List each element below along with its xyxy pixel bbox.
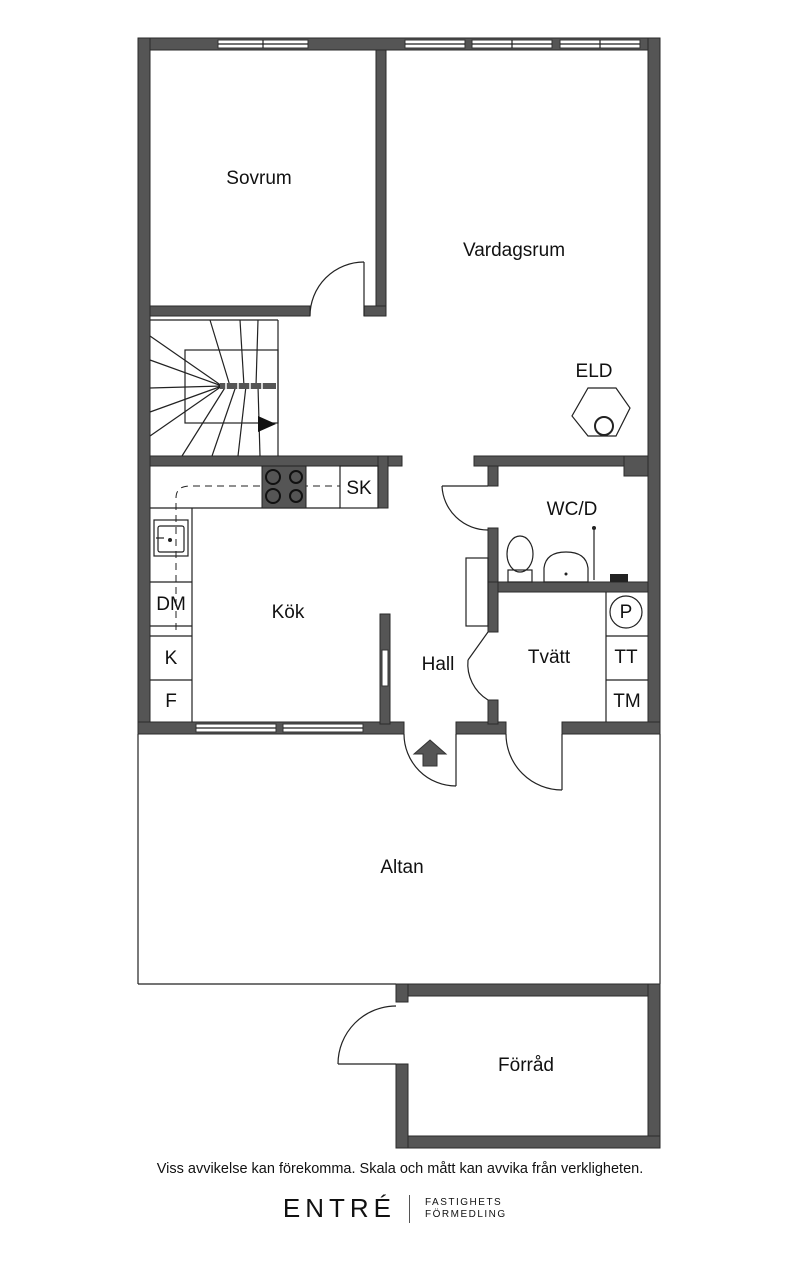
- doors: [309, 261, 563, 791]
- disclaimer: Viss avvikelse kan förekomma. Skala och …: [156, 1161, 644, 1177]
- staircase: [149, 319, 279, 457]
- top-windows: [217, 39, 641, 49]
- label-altan: Altan: [380, 857, 423, 878]
- kitchen-counters: [150, 465, 379, 722]
- label-kok: Kök: [272, 602, 305, 623]
- laundry-appliances: [605, 592, 648, 722]
- label-tt: TT: [614, 647, 638, 668]
- altan-outline: [137, 734, 661, 985]
- forrad-walls: [337, 983, 661, 1149]
- label-f: F: [165, 691, 177, 712]
- label-sk: SK: [346, 478, 372, 499]
- brand-sub-line-1: FASTIGHETS: [425, 1197, 503, 1208]
- sink-icon: [153, 519, 189, 557]
- label-dm: DM: [156, 594, 186, 615]
- label-vardagsrum: Vardagsrum: [463, 240, 565, 261]
- brand-logo: ENTRÉ FASTIGHETS FÖRMEDLING: [0, 1193, 800, 1227]
- label-k: K: [165, 648, 178, 669]
- label-eld: ELD: [576, 361, 613, 382]
- label-wcd: WC/D: [547, 499, 598, 520]
- entrance-arrow-icon: [412, 739, 448, 767]
- brand-divider: [409, 1195, 410, 1223]
- washbasin-icon: [543, 551, 589, 583]
- brand-name: ENTRÉ: [282, 1193, 396, 1223]
- toilet-icon: [506, 535, 534, 583]
- fireplace-icon: [571, 387, 631, 437]
- label-hall: Hall: [422, 654, 455, 675]
- label-tm: TM: [613, 691, 640, 712]
- kitchen-windows: [195, 723, 364, 733]
- label-sovrum: Sovrum: [226, 168, 291, 189]
- label-forrad: Förråd: [498, 1055, 554, 1076]
- brand-sub-line-2: FÖRMEDLING: [425, 1209, 507, 1220]
- stair-arrow-icon: [258, 416, 276, 432]
- brand-subtitle: FASTIGHETS FÖRMEDLING: [425, 1197, 507, 1221]
- wc-fixtures: [506, 526, 628, 583]
- label-tvatt: Tvätt: [528, 647, 571, 668]
- shower-icon: [592, 526, 628, 582]
- label-p: P: [620, 602, 633, 623]
